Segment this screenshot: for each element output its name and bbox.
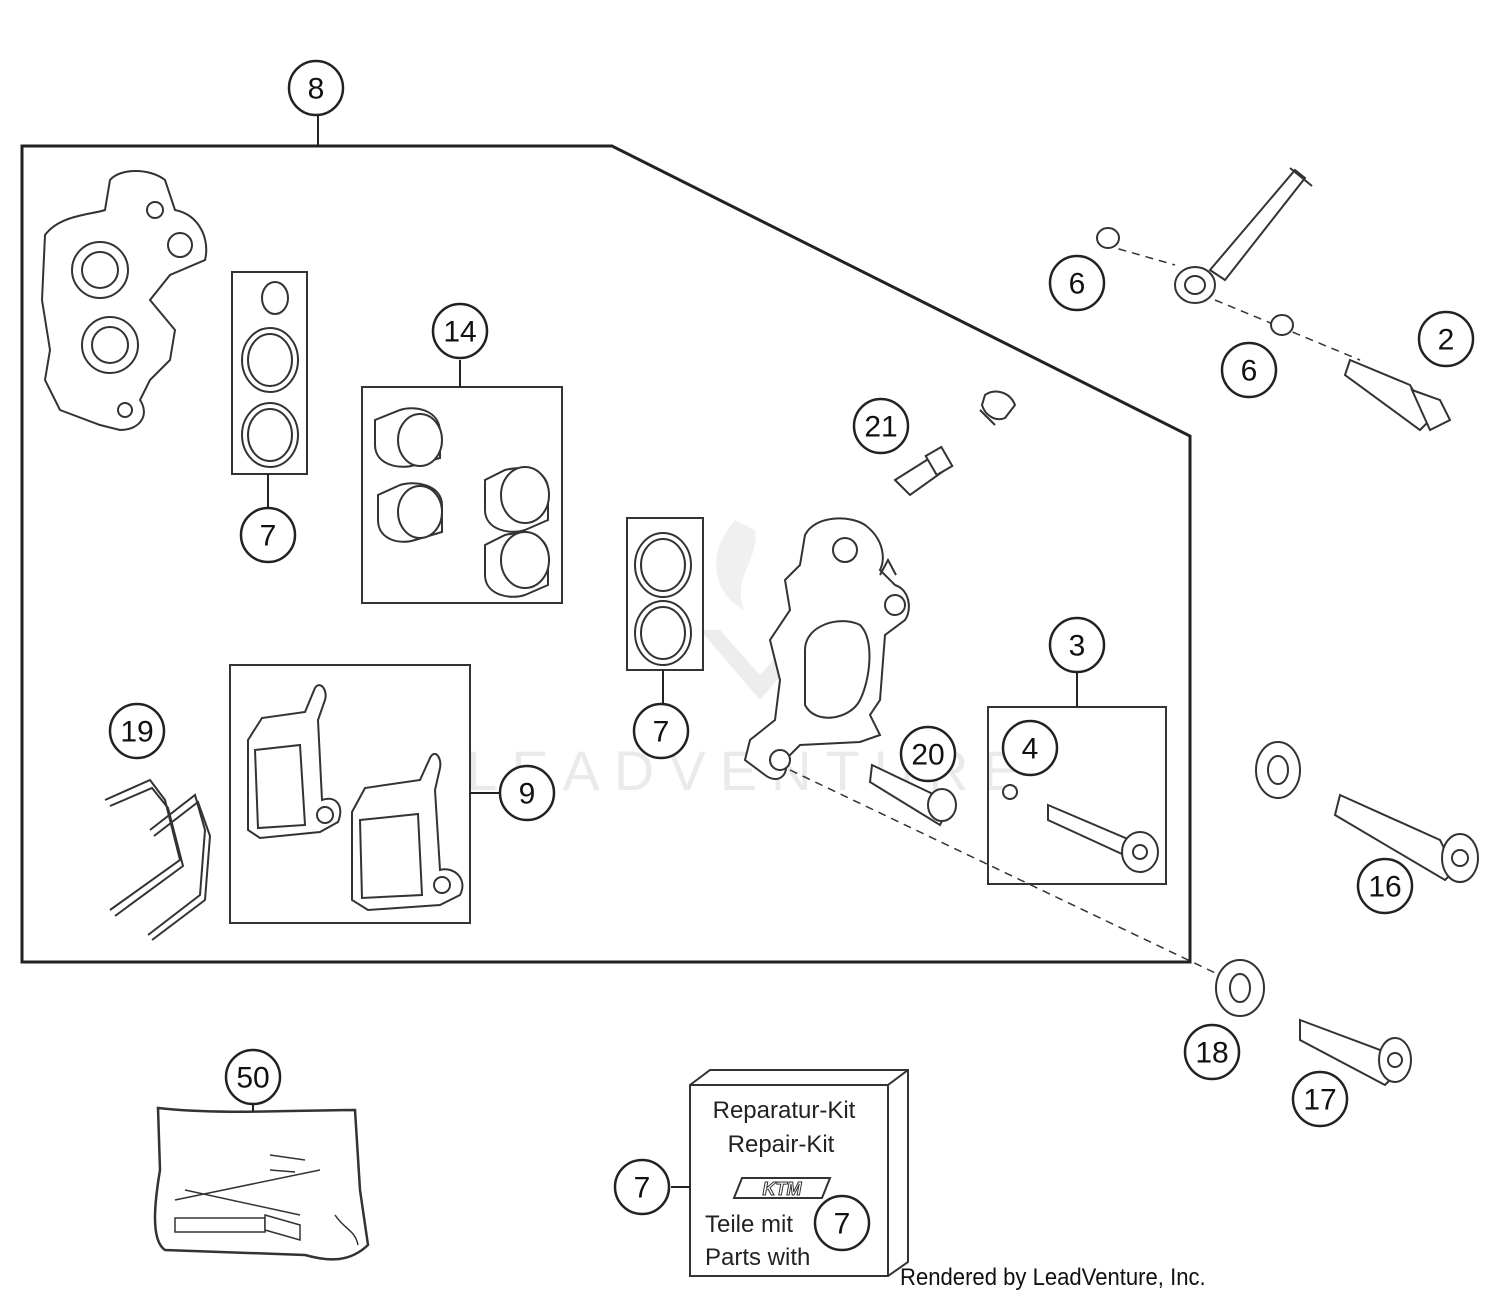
svg-text:50: 50	[236, 1062, 269, 1095]
repair-kit-label-1: Reparatur-Kit	[713, 1097, 856, 1124]
seal-kit-box-middle	[626, 517, 704, 671]
svg-text:7: 7	[653, 716, 670, 749]
caliper-assembly-part	[743, 517, 910, 780]
callout-17[interactable]: 17	[1291, 1070, 1349, 1128]
svg-text:8: 8	[308, 73, 325, 106]
callout-7-kit-inner[interactable]: 7	[813, 1194, 871, 1252]
seal-kit-box-left	[231, 271, 308, 475]
bolt-part-17	[1299, 1018, 1412, 1087]
svg-text:2: 2	[1438, 324, 1455, 357]
bolt-kit-box	[987, 706, 1167, 885]
callout-2[interactable]: 2	[1417, 310, 1475, 368]
svg-text:7: 7	[260, 520, 277, 553]
spring-clips-part	[104, 778, 212, 941]
callout-20[interactable]: 20	[899, 725, 957, 783]
svg-text:7: 7	[634, 1172, 651, 1205]
svg-text:14: 14	[443, 316, 476, 349]
callout-7-left[interactable]: 7	[239, 506, 297, 564]
callout-6-lower[interactable]: 6	[1220, 341, 1278, 399]
callout-9[interactable]: 9	[498, 764, 556, 822]
brake-pads-box	[229, 664, 471, 924]
bolt-part-20	[868, 763, 957, 827]
svg-text:18: 18	[1195, 1037, 1228, 1070]
svg-text:4: 4	[1022, 733, 1039, 766]
svg-text:17: 17	[1303, 1084, 1336, 1117]
banjo-bolt-assembly	[1096, 167, 1452, 432]
repair-kit-label-3: Teile mit	[705, 1211, 793, 1238]
repair-kit-label-2: Repair-Kit	[728, 1131, 835, 1158]
svg-text:3: 3	[1069, 630, 1086, 663]
ktm-logo-text: KTM	[763, 1179, 803, 1199]
callout-7-middle[interactable]: 7	[632, 702, 690, 760]
callout-4[interactable]: 4	[1001, 719, 1059, 777]
svg-text:21: 21	[864, 411, 897, 444]
svg-text:19: 19	[120, 716, 153, 749]
callout-16[interactable]: 16	[1356, 857, 1414, 915]
callout-18[interactable]: 18	[1183, 1023, 1241, 1081]
render-credit: Rendered by LeadVenture, Inc.	[900, 1264, 1206, 1291]
assembly-axis-lines	[789, 244, 1361, 981]
callout-50[interactable]: 50	[224, 1048, 282, 1106]
svg-text:9: 9	[519, 778, 536, 811]
assembly-outline	[20, 144, 1192, 964]
bolt-part-16	[1255, 741, 1479, 883]
repair-kit-label-4: Parts with	[705, 1244, 810, 1271]
svg-text:6: 6	[1241, 355, 1258, 388]
callout-3[interactable]: 3	[1048, 616, 1106, 674]
pistons-box	[361, 386, 563, 604]
callout-8[interactable]: 8	[287, 59, 345, 117]
callout-14[interactable]: 14	[431, 302, 489, 360]
svg-text:6: 6	[1069, 268, 1086, 301]
tool-pouch-part	[153, 1106, 370, 1261]
callout-6-upper[interactable]: 6	[1048, 254, 1106, 312]
caliper-housing-part	[40, 170, 208, 432]
svg-text:7: 7	[834, 1208, 851, 1241]
svg-text:16: 16	[1368, 871, 1401, 904]
ktm-logo: KTM	[732, 1177, 832, 1200]
svg-text:20: 20	[911, 739, 944, 772]
washer-part-18	[1215, 959, 1265, 1017]
callout-21[interactable]: 21	[852, 397, 910, 455]
callout-19[interactable]: 19	[108, 702, 166, 760]
bleeder-valve-part	[893, 390, 1017, 497]
callout-7-kit[interactable]: 7	[613, 1158, 671, 1216]
